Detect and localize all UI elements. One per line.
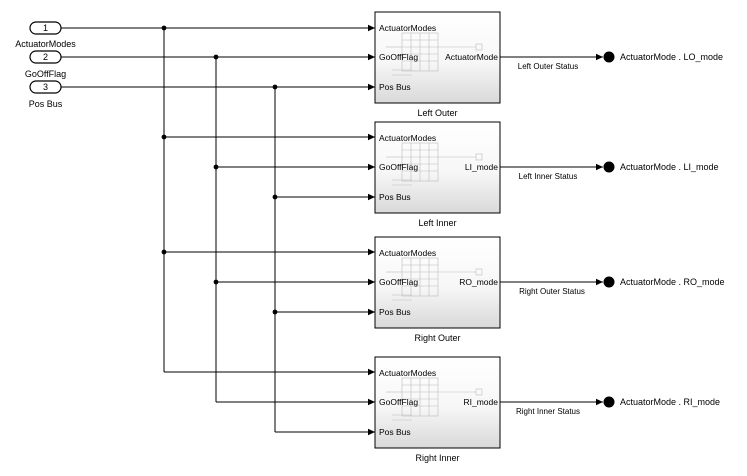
subsystem-right-inner[interactable]: ActuatorModes GoOffFlag Pos Bus RI_mode …	[374, 356, 501, 463]
outport-label: RI_mode	[464, 397, 499, 407]
signal-label-ro: Right Outer Status	[519, 287, 585, 296]
inport-2-label: GoOffFlag	[25, 69, 66, 79]
branch-dot	[272, 309, 278, 315]
bus-element-out-icon[interactable]	[603, 51, 615, 63]
branch-points	[161, 25, 278, 315]
subsystem-name: Left Outer	[417, 108, 457, 118]
signal-label-lo: Left Outer Status	[518, 62, 578, 71]
branch-dot	[272, 84, 278, 90]
outport-target-lo[interactable]: ActuatorMode . LO_mode	[603, 51, 724, 63]
inport-1-number: 1	[43, 23, 48, 33]
outport-label: ActuatorMode	[445, 52, 498, 62]
subsystem-block[interactable]	[374, 121, 501, 214]
branch-dot	[213, 279, 219, 285]
inport-1[interactable]: 1 ActuatorModes	[15, 21, 76, 49]
outport-target-ri[interactable]: ActuatorMode . RI_mode	[603, 396, 721, 408]
outport-target-label: ActuatorMode . LO_mode	[620, 52, 723, 62]
subsystem-left-outer[interactable]: ActuatorModes GoOffFlag Pos Bus Actuator…	[374, 11, 501, 118]
subsystem-preview-icon	[386, 32, 483, 76]
bus-element-out-icon[interactable]	[603, 276, 615, 288]
branch-dot	[272, 194, 278, 200]
branch-dot	[161, 249, 167, 255]
inport-1-label: ActuatorModes	[15, 39, 76, 49]
inport-label-posbus: Pos Bus	[379, 192, 411, 202]
branch-dot	[213, 164, 219, 170]
subsystem-preview-icon	[386, 377, 483, 421]
inport-label-posbus: Pos Bus	[379, 82, 411, 92]
inport-label-posbus: Pos Bus	[379, 427, 411, 437]
inport-label-actuatormodes: ActuatorModes	[379, 248, 436, 258]
inport-label-actuatormodes: ActuatorModes	[379, 23, 436, 33]
outport-label: RO_mode	[459, 277, 498, 287]
inport-label-actuatormodes: ActuatorModes	[379, 133, 436, 143]
outport-target-ro[interactable]: ActuatorMode . RO_mode	[603, 276, 725, 288]
inport-3-label: Pos Bus	[29, 99, 63, 109]
bus-element-out-icon[interactable]	[603, 396, 615, 408]
branch-dot	[161, 134, 167, 140]
branch-dot	[161, 25, 167, 31]
input-wiring	[61, 24, 375, 436]
inport-label-posbus: Pos Bus	[379, 307, 411, 317]
inport-label-actuatormodes: ActuatorModes	[379, 368, 436, 378]
signal-label-ri: Right Inner Status	[516, 407, 580, 416]
outport-target-label: ActuatorMode . RI_mode	[620, 397, 720, 407]
subsystem-name: Right Inner	[415, 453, 459, 463]
subsystem-preview-icon	[386, 142, 483, 186]
inport-label-gooffflag: GoOffFlag	[379, 52, 418, 62]
inport-2[interactable]: 2 GoOffFlag	[25, 50, 66, 79]
subsystem-right-outer[interactable]: ActuatorModes GoOffFlag Pos Bus RO_mode …	[374, 236, 501, 343]
inport-label-gooffflag: GoOffFlag	[379, 397, 418, 407]
signal-label-li: Left Inner Status	[519, 172, 578, 181]
subsystem-left-inner[interactable]: ActuatorModes GoOffFlag Pos Bus LI_mode …	[374, 121, 501, 228]
subsystem-name: Right Outer	[414, 333, 460, 343]
outport-target-label: ActuatorMode . LI_mode	[620, 162, 719, 172]
bus-element-out-icon[interactable]	[603, 161, 615, 173]
subsystem-block[interactable]	[374, 236, 501, 329]
subsystem-preview-icon	[386, 257, 483, 301]
subsystem-name: Left Inner	[418, 218, 456, 228]
outport-target-label: ActuatorMode . RO_mode	[620, 277, 725, 287]
subsystem-block[interactable]	[374, 356, 501, 449]
inport-label-gooffflag: GoOffFlag	[379, 162, 418, 172]
inport-label-gooffflag: GoOffFlag	[379, 277, 418, 287]
branch-dot	[213, 54, 219, 60]
inport-3-number: 3	[43, 82, 48, 92]
subsystem-block[interactable]	[374, 11, 501, 104]
inport-3[interactable]: 3 Pos Bus	[29, 80, 63, 109]
inport-2-number: 2	[43, 52, 48, 62]
outport-label: LI_mode	[465, 162, 498, 172]
outport-target-li[interactable]: ActuatorMode . LI_mode	[603, 161, 719, 173]
